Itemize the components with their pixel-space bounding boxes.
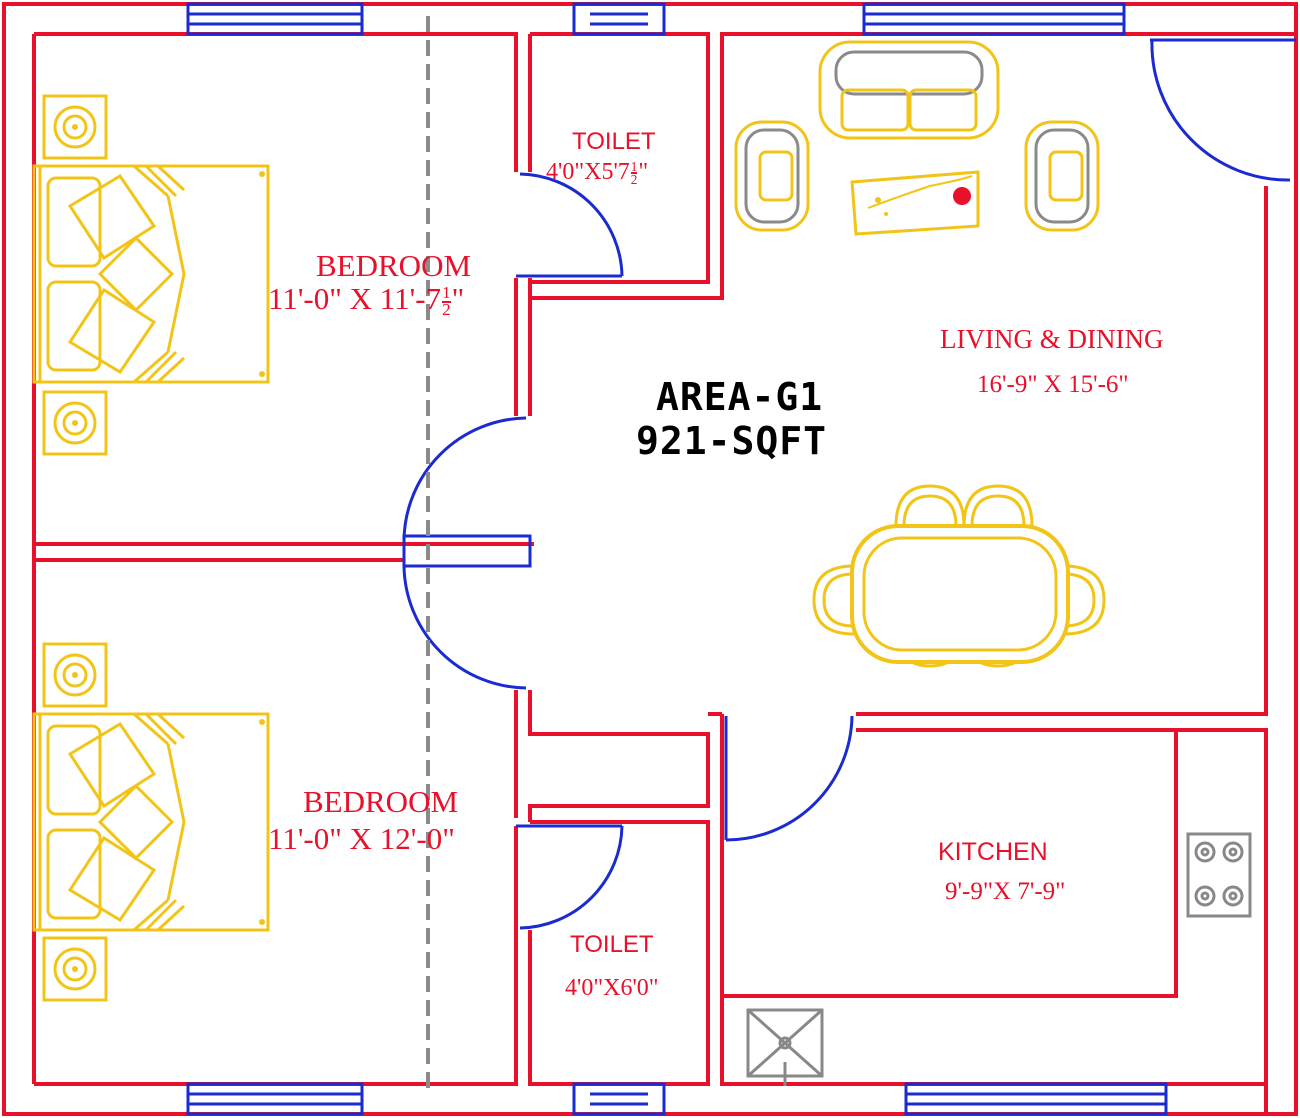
sofa-icon — [818, 40, 1000, 140]
windows — [186, 2, 1168, 1116]
side-table-icon — [42, 390, 108, 456]
area-value: 921-SQFT — [636, 419, 828, 463]
coffee-table-icon — [850, 170, 980, 236]
bedroom-top-size-suffix: " — [451, 281, 465, 316]
toilet-top-size-main: 4'0"X5'7 — [546, 159, 630, 185]
side-table-icon — [42, 642, 108, 708]
bedroom-bottom-name: BEDROOM — [303, 784, 459, 819]
dining-table-icon — [850, 524, 1070, 664]
stove-icon — [1186, 832, 1252, 918]
chair-icon — [812, 564, 856, 636]
doors — [402, 38, 1296, 930]
double-bed-icon — [32, 164, 270, 384]
living-dining-name: LIVING & DINING — [940, 324, 1164, 354]
side-table-icon — [42, 94, 108, 160]
kitchen-size: 9'-9"X 7'-9" — [945, 878, 1066, 905]
armchair-icon — [1024, 120, 1100, 232]
bedroom-top-size-main: 11'-0" X 11'-7 — [268, 281, 442, 316]
chair-icon — [962, 484, 1034, 528]
armchair-icon — [734, 120, 810, 232]
toilet-top-size-suffix: " — [638, 159, 649, 185]
bedroom-bottom-size: 11'-0" X 12'-0" — [268, 821, 455, 856]
toilet-bottom-size: 4'0"X6'0" — [565, 975, 659, 1001]
bedroom-top-name: BEDROOM — [316, 248, 472, 283]
side-table-icon — [42, 936, 108, 1002]
area-title: AREA-G1 — [656, 375, 824, 419]
sink-icon — [746, 1008, 824, 1086]
double-bed-icon — [32, 712, 270, 932]
toilet-top-name: TOILET — [572, 128, 656, 155]
living-dining-size: 16'-9" X 15'-6" — [977, 371, 1129, 398]
chair-icon — [894, 484, 966, 528]
kitchen-name: KITCHEN — [938, 838, 1048, 866]
toilet-bottom-name: TOILET — [570, 931, 654, 958]
